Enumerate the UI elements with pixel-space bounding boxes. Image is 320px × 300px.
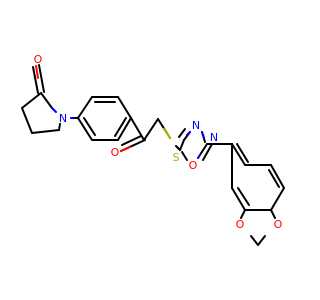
bond-segment	[120, 146, 131, 152]
bond	[114, 117, 127, 137]
bond	[202, 143, 213, 161]
bond	[83, 117, 96, 136]
bond	[270, 164, 285, 189]
bond	[257, 235, 266, 246]
bond	[231, 143, 246, 166]
atom-n-lactam: N	[59, 112, 67, 125]
bond	[31, 129, 60, 134]
bond	[231, 187, 246, 211]
bond	[270, 187, 285, 211]
atom-o-lactam: O	[34, 53, 43, 66]
bond-segment	[163, 128, 171, 139]
bond-segment	[51, 107, 57, 113]
bond	[237, 187, 250, 206]
bond	[21, 107, 33, 134]
bond	[77, 117, 93, 141]
bond	[117, 117, 132, 141]
bond	[121, 135, 142, 146]
atom-n-oxadiazole-4: N	[210, 131, 218, 144]
bond	[179, 139, 185, 151]
atom-o-ketone: O	[111, 146, 120, 159]
atom-labels: O N O S N N O O O	[34, 53, 283, 231]
atom-n-oxadiazole-3: N	[192, 119, 200, 132]
bond	[178, 128, 186, 138]
molecule-canvas: O N O S N N O O O	[0, 0, 300, 300]
atom-s-thioether: S	[173, 151, 180, 164]
hetero-bond-segments	[35, 65, 205, 159]
bond	[32, 66, 39, 94]
atom-o-oxadiazole: O	[189, 159, 198, 172]
bond	[240, 209, 246, 219]
bond	[77, 96, 93, 119]
atom-o-dioxole-b: O	[274, 218, 283, 231]
bond	[181, 151, 188, 161]
bond-segment	[201, 131, 205, 139]
bond	[268, 169, 280, 188]
molecule-structure: O N O S N N O O O	[0, 0, 300, 300]
bond	[143, 118, 159, 141]
background	[0, 0, 300, 300]
bond-lines	[21, 64, 285, 246]
bond-segment	[197, 154, 201, 159]
bond-segment	[35, 65, 39, 79]
bond	[270, 209, 276, 219]
bond	[40, 92, 53, 109]
bond	[117, 96, 132, 119]
bond	[21, 92, 42, 109]
atom-o-dioxole-a: O	[236, 218, 245, 231]
bond	[58, 123, 61, 131]
bond	[38, 64, 45, 93]
bond	[236, 143, 249, 163]
bond-segment	[186, 131, 191, 136]
bond	[250, 235, 259, 246]
